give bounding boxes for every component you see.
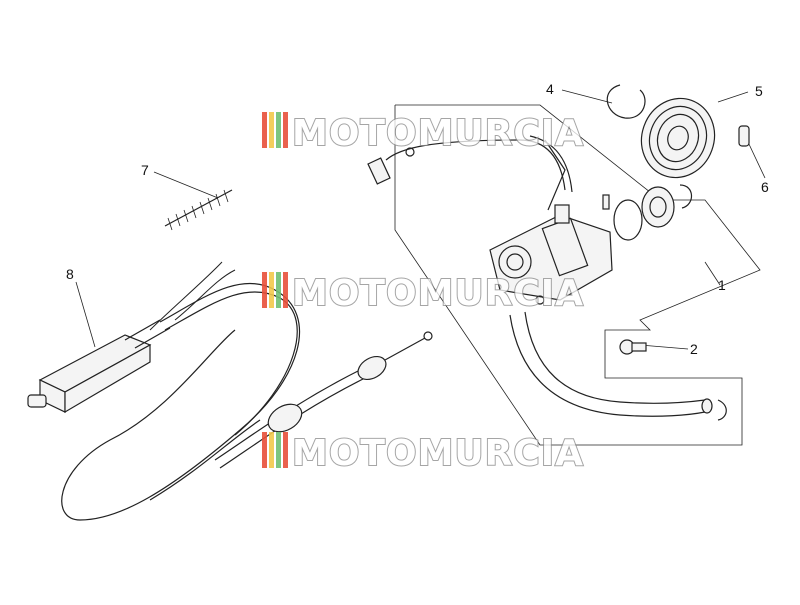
pulley-part: [640, 97, 716, 179]
spring-part: [164, 189, 233, 231]
oil-pump-assembly-part: [489, 135, 613, 305]
callout-7: 7: [141, 162, 149, 178]
watermark-text: MOTOMURCIA: [292, 433, 584, 474]
callout-4: 4: [546, 81, 554, 97]
screw-part: [619, 339, 647, 355]
callout-5: 5: [755, 83, 763, 99]
watermark-text: MOTOMURCIA: [292, 113, 584, 154]
small-fittings: [367, 139, 521, 185]
watermark-top: MOTOMURCIA: [262, 112, 584, 155]
pin-part: [738, 125, 750, 147]
watermark-middle: MOTOMURCIA: [262, 272, 584, 315]
leader-lines: [75, 89, 766, 350]
watermark-text: MOTOMURCIA: [292, 273, 584, 314]
drive-gear-part: [602, 184, 693, 241]
throttle-cable-part: [214, 331, 433, 469]
connector-block-part: [27, 319, 171, 414]
callout-1: 1: [718, 277, 726, 293]
callout-6: 6: [761, 179, 769, 195]
oil-hose-part: [509, 311, 727, 421]
circlip-part: [606, 84, 646, 119]
callout-8: 8: [66, 266, 74, 282]
callout-2: 2: [690, 341, 698, 357]
watermark-bottom: MOTOMURCIA: [262, 432, 584, 475]
